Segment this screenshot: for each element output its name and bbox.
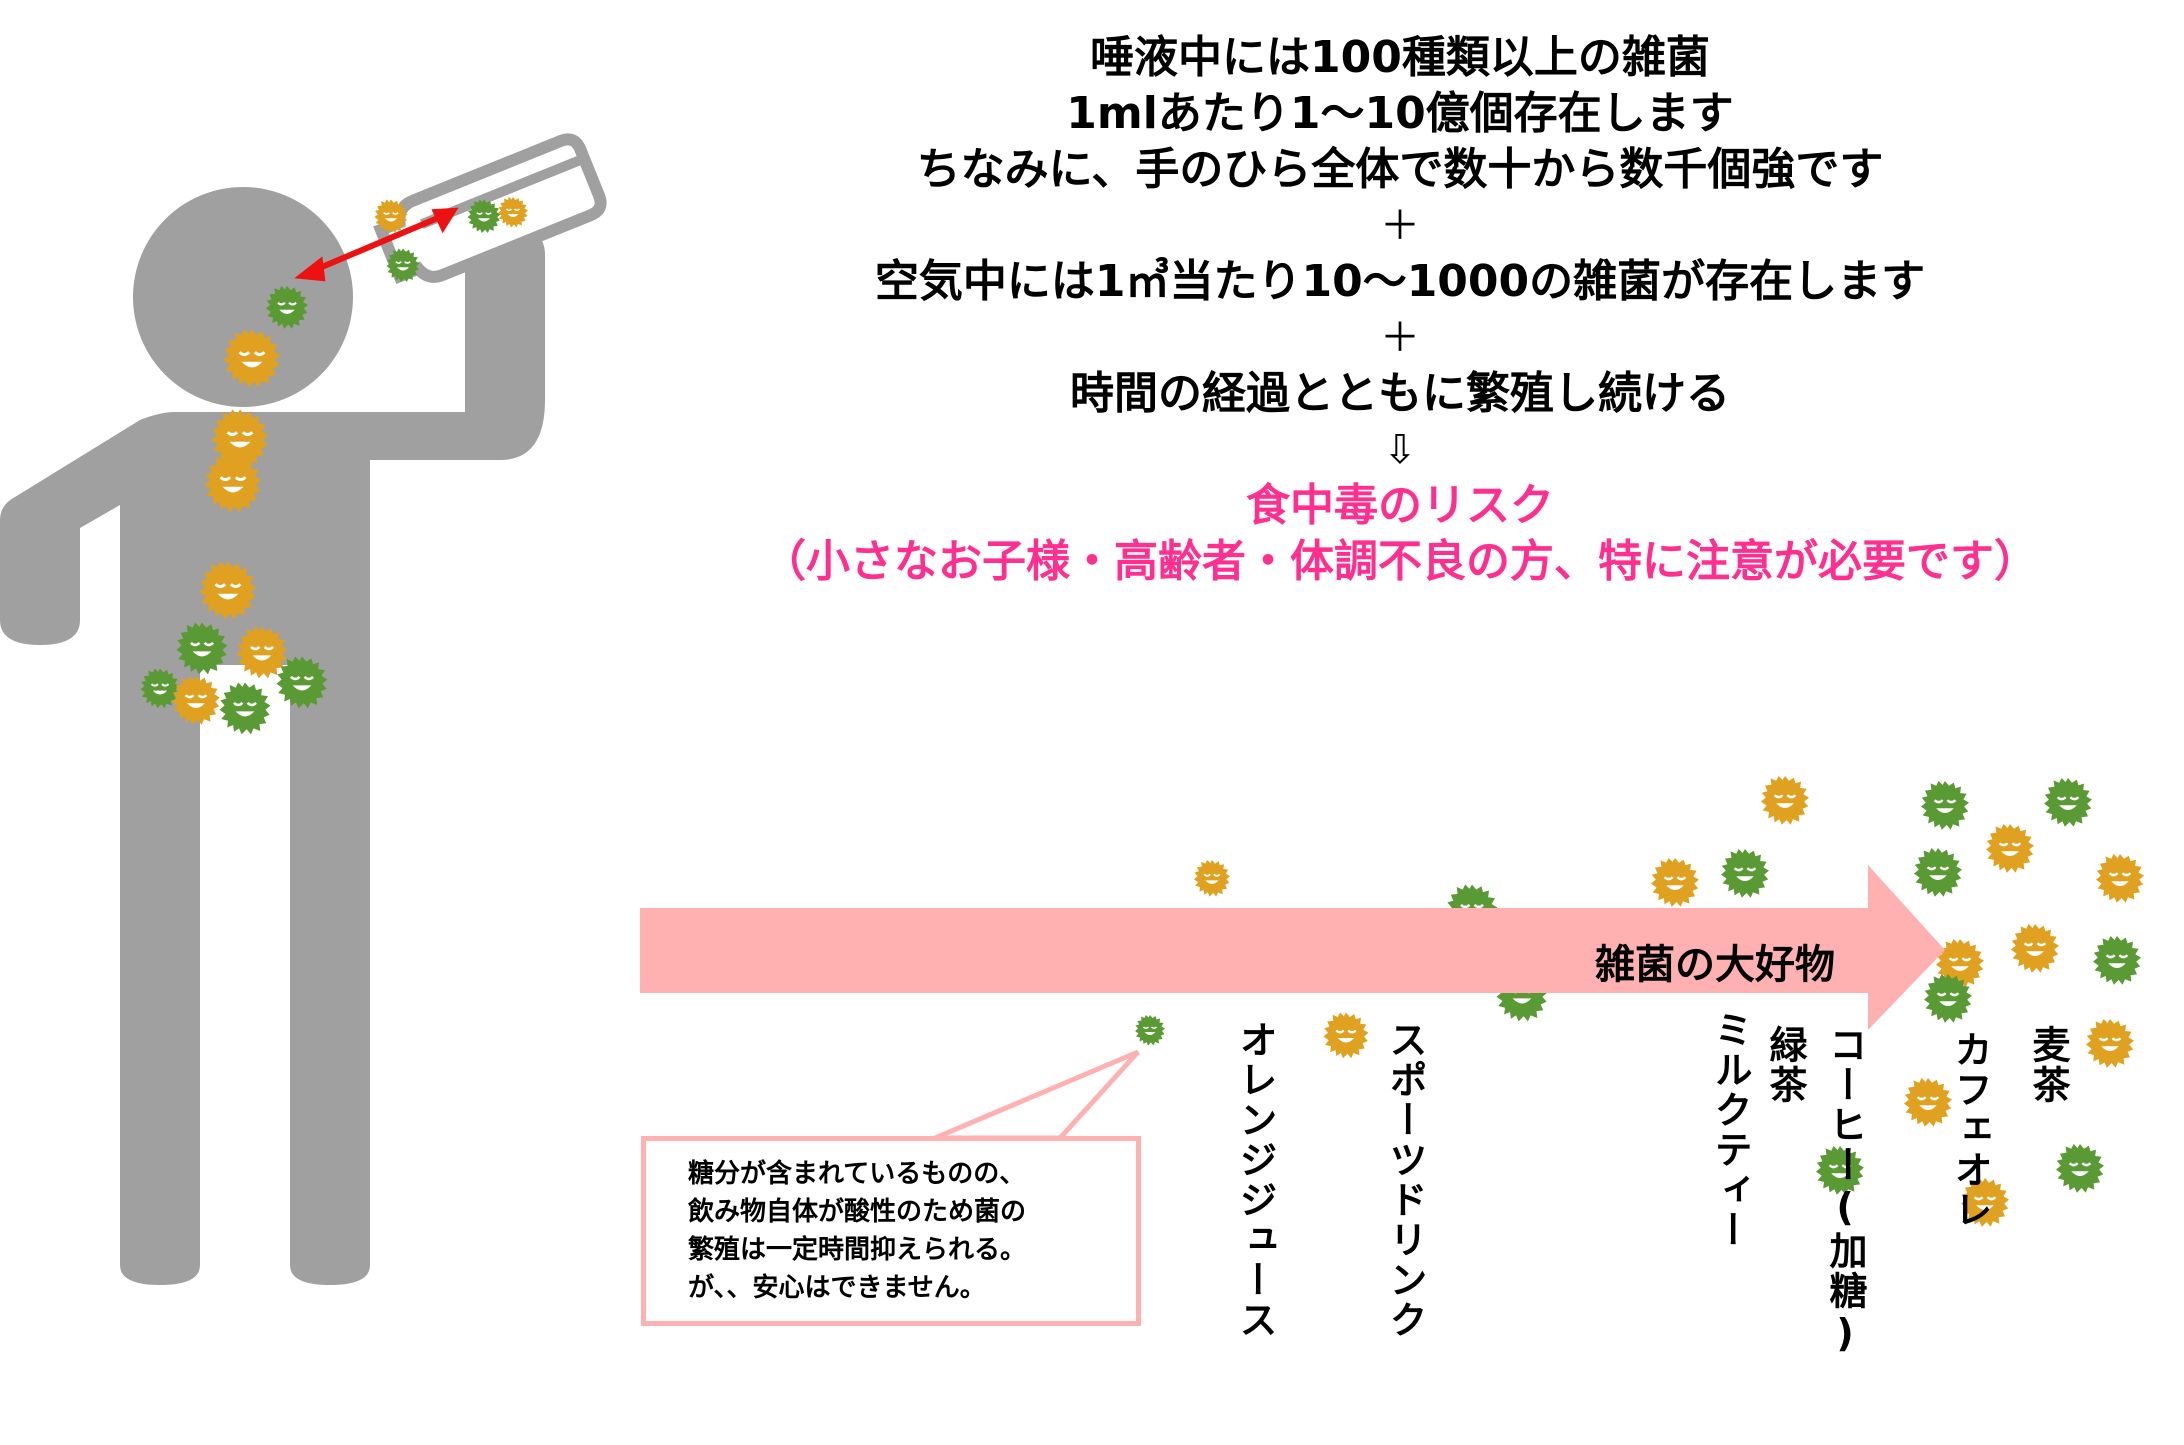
headline-line-5: 時間の経過とともに繁殖し続ける bbox=[1070, 368, 1730, 419]
drink-flow-arrow bbox=[294, 207, 459, 282]
germ-icon bbox=[1719, 847, 1771, 899]
germ-icon bbox=[2084, 1017, 2136, 1070]
germ-icon bbox=[1984, 822, 2036, 874]
drink-label-green-tea: 緑茶 bbox=[1763, 1025, 1807, 1105]
risk-note: （小さなお子様・高齢者・体調不良の方、特に注意が必要です） bbox=[762, 536, 2038, 587]
person-head bbox=[133, 187, 353, 407]
drink-label-orange-juice: オレンジジュース bbox=[1233, 1020, 1277, 1340]
germ-icon bbox=[2054, 1142, 2106, 1195]
plus-sign: ＋ bbox=[1380, 315, 1420, 361]
headline-line-4: 空気中には1㎥当たり10～1000の雑菌が存在します bbox=[874, 256, 1926, 307]
germ-icon bbox=[1322, 1011, 1370, 1060]
risk-title: 食中毒のリスク bbox=[1246, 480, 1554, 531]
favorite-arrow bbox=[640, 865, 1945, 1030]
down-arrow-icon: ⇩ bbox=[1383, 427, 1417, 473]
person-figure bbox=[0, 187, 545, 1285]
headline-block: 唾液中には100種類以上の雑菌 1mlあたり1～10億個存在します ちなみに、手… bbox=[700, 30, 2100, 590]
germ-icon bbox=[1759, 774, 1811, 826]
arrow-label: 雑菌の大好物 bbox=[1595, 942, 1835, 988]
germ-icon bbox=[1134, 1014, 1166, 1047]
germ-icon bbox=[1902, 1076, 1954, 1129]
headline-line-1: 唾液中には100種類以上の雑菌 bbox=[1090, 32, 1710, 83]
germ-icon bbox=[1912, 846, 1964, 898]
headline-line-3: ちなみに、手のひら全体で数十から数千個強です bbox=[916, 144, 1884, 195]
drink-label-sports-drink: スポーツドリンク bbox=[1383, 1020, 1427, 1340]
germ-icon bbox=[218, 681, 272, 736]
plus-sign: ＋ bbox=[1380, 203, 1420, 249]
germ-icon bbox=[2091, 934, 2143, 986]
headline-line-2: 1mlあたり1～10億個存在します bbox=[1066, 88, 1734, 139]
callout-text: 糖分が含まれているものの、 飲み物自体が酸性のため菌の 繁殖は一定時間抑えられる… bbox=[688, 1159, 1027, 1303]
germ-icon bbox=[2009, 922, 2061, 974]
person-body bbox=[0, 412, 465, 1285]
drink-label-barley-tea: 麦茶 bbox=[2026, 1025, 2070, 1105]
drink-label-coffee-sweetened: コーヒー(加糖) bbox=[1823, 1025, 1867, 1357]
callout-bubble: 糖分が含まれているものの、 飲み物自体が酸性のため菌の 繁殖は一定時間抑えられる… bbox=[641, 1136, 1141, 1326]
germ-icon bbox=[1919, 779, 1971, 831]
germ-icon bbox=[1193, 859, 1231, 898]
person-raised-arm bbox=[465, 225, 545, 460]
germ-icon bbox=[2094, 852, 2146, 904]
germ-icon bbox=[2042, 776, 2094, 828]
callout-pointer bbox=[934, 1049, 1140, 1141]
drink-label-cafe-au-lait: カフェオレ bbox=[1948, 1030, 1992, 1230]
germ-icon bbox=[1649, 856, 1701, 908]
drink-label-milk-tea: ミルクティー bbox=[1708, 1010, 1752, 1250]
